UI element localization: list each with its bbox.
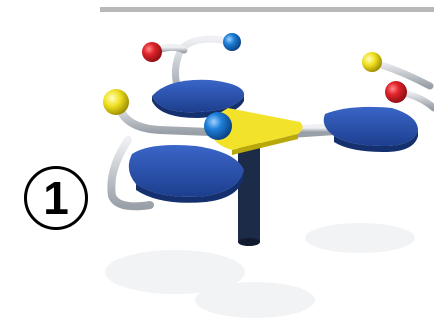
step-number: 1 <box>43 172 69 224</box>
seat-front-left <box>128 145 244 203</box>
seat-right <box>323 106 418 152</box>
handle-balls <box>103 33 407 140</box>
top-divider-bar <box>100 7 434 12</box>
step-number-badge: 1 <box>24 166 88 230</box>
ground-shadow <box>105 223 415 318</box>
playground-spinner-illustration <box>103 33 434 318</box>
center-post <box>238 140 260 246</box>
